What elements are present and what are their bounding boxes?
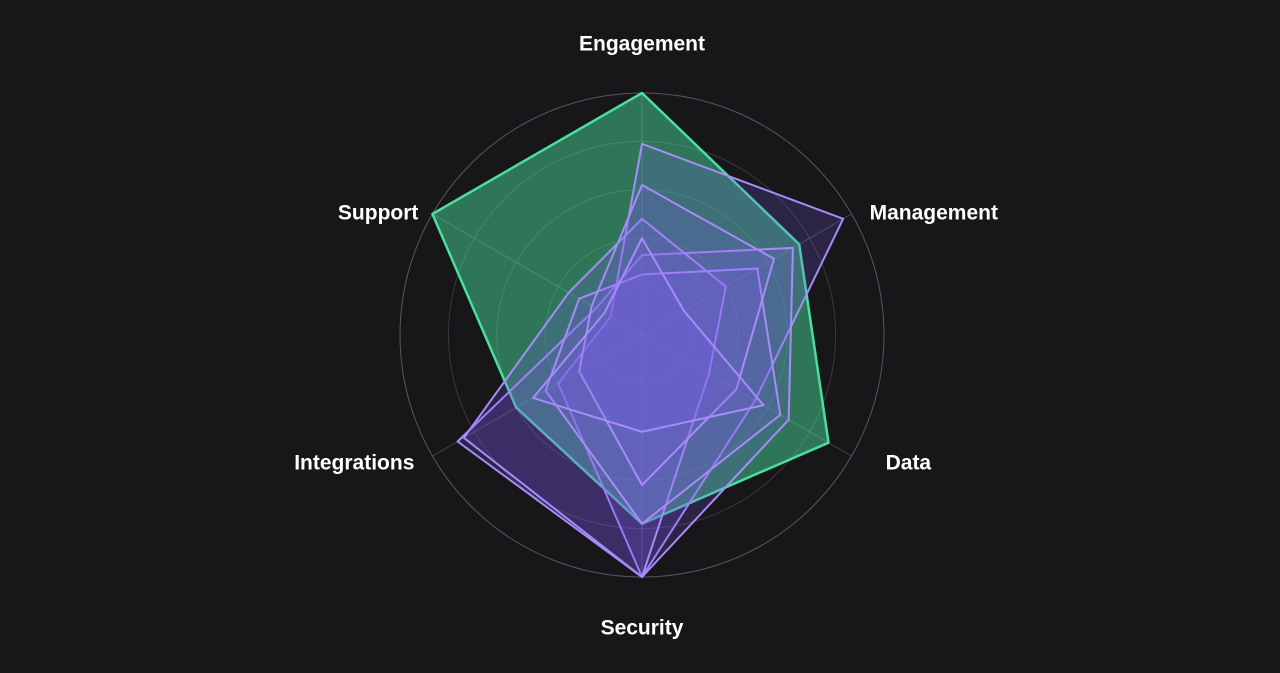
- series-polygon-5[interactable]: [544, 267, 782, 525]
- grid-ring-80: [447, 140, 837, 530]
- axis-spoke-management: [641, 213, 852, 336]
- axis-spoke-integrations: [432, 334, 643, 457]
- axis-label-support: Support: [338, 202, 418, 225]
- series-polygon-6[interactable]: [578, 183, 776, 487]
- grid-ring-20: [593, 286, 691, 384]
- axis-spoke-data: [641, 334, 852, 457]
- axis-spoke-support: [432, 213, 643, 336]
- axis-label-data: Data: [886, 452, 932, 475]
- axis-label-engagement: Engagement: [579, 33, 705, 56]
- series-polygon-7[interactable]: [532, 237, 765, 433]
- radar-series-group: [431, 91, 845, 578]
- axis-label-management: Management: [870, 202, 998, 225]
- axis-label-integrations: Integrations: [294, 452, 414, 475]
- axis-label-security: Security: [601, 617, 684, 640]
- radar-axes: [432, 93, 852, 577]
